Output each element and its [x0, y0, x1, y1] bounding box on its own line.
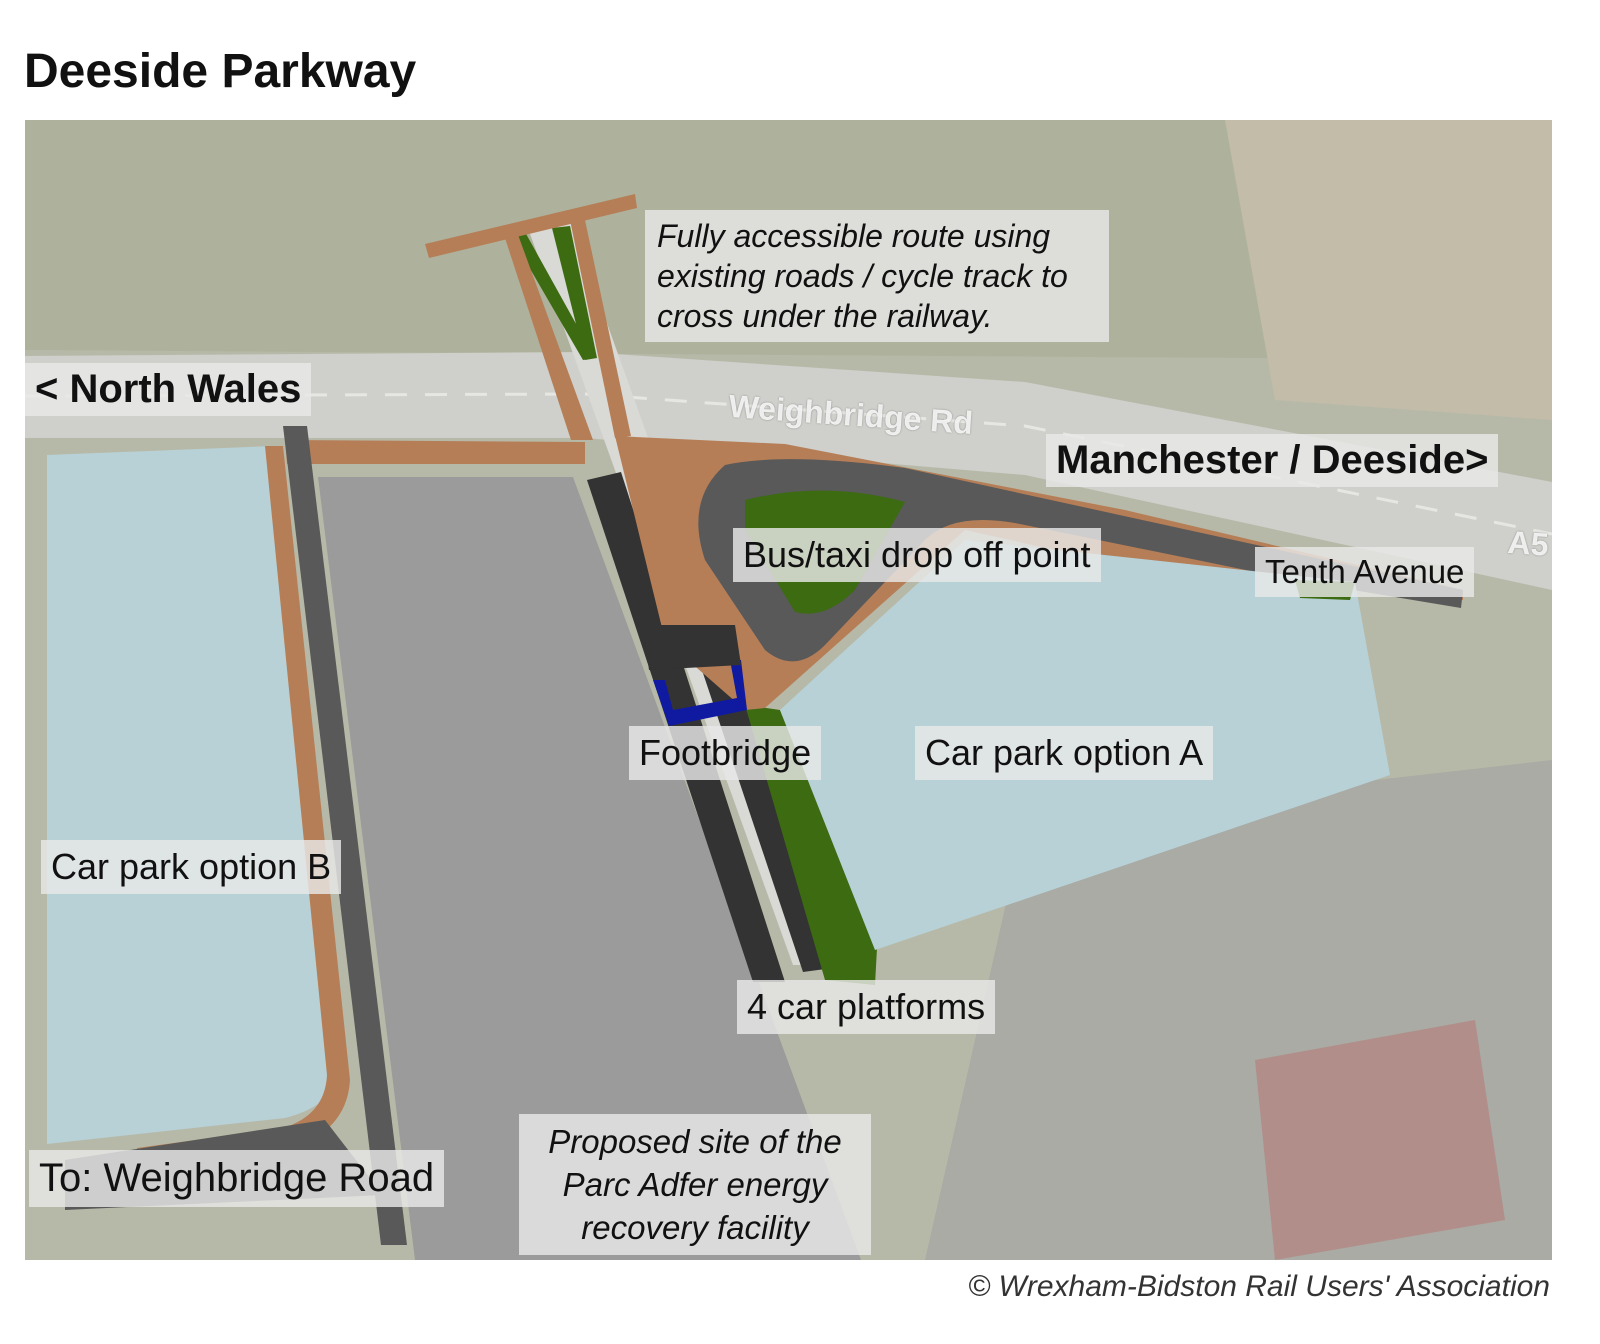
facility-site	[318, 477, 861, 1260]
path-car-park-b	[135, 446, 350, 1170]
aerial-map: Weighbridge Rd A5 < North Wales Manchest…	[25, 120, 1552, 1260]
footbridge-label: Footbridge	[629, 726, 822, 780]
accessible-route-note: Fully accessible route using existing ro…	[645, 210, 1109, 342]
industrial-building	[1255, 1020, 1505, 1260]
north-path-west-leg	[503, 232, 593, 440]
car-park-b-area	[47, 446, 337, 1144]
copyright-notice: © Wrexham-Bidston Rail Users' Associatio…	[968, 1270, 1550, 1303]
car-park-a-label: Car park option A	[915, 726, 1214, 780]
energy-facility-note: Proposed site of the Parc Adfer energy r…	[519, 1114, 871, 1255]
weighbridge-road	[25, 352, 1552, 590]
north-wales-label: < North Wales	[25, 363, 312, 416]
footbridge-stair-block	[643, 625, 741, 670]
footbridge-structure	[653, 660, 747, 726]
map-title: Deeside Parkway	[24, 45, 417, 98]
platforms-label: 4 car platforms	[737, 980, 996, 1034]
access-road-west	[283, 426, 407, 1245]
north-path-crossbar	[425, 194, 637, 258]
map-canvas	[25, 120, 1552, 1260]
car-park-b-label: Car park option B	[41, 840, 342, 894]
manchester-deeside-label: Manchester / Deeside>	[1046, 434, 1499, 487]
field-northeast	[1225, 120, 1552, 420]
tenth-avenue-label: Tenth Avenue	[1255, 547, 1475, 597]
road-number-label: A5	[1506, 524, 1550, 563]
green-strip-north-west	[511, 232, 595, 360]
weighbridge-road-label: To: Weighbridge Road	[29, 1150, 445, 1207]
path-north-edge	[285, 440, 585, 464]
green-strip-north-east	[552, 226, 597, 360]
bus-taxi-label: Bus/taxi drop off point	[733, 528, 1101, 582]
north-path-east-leg	[570, 220, 631, 438]
